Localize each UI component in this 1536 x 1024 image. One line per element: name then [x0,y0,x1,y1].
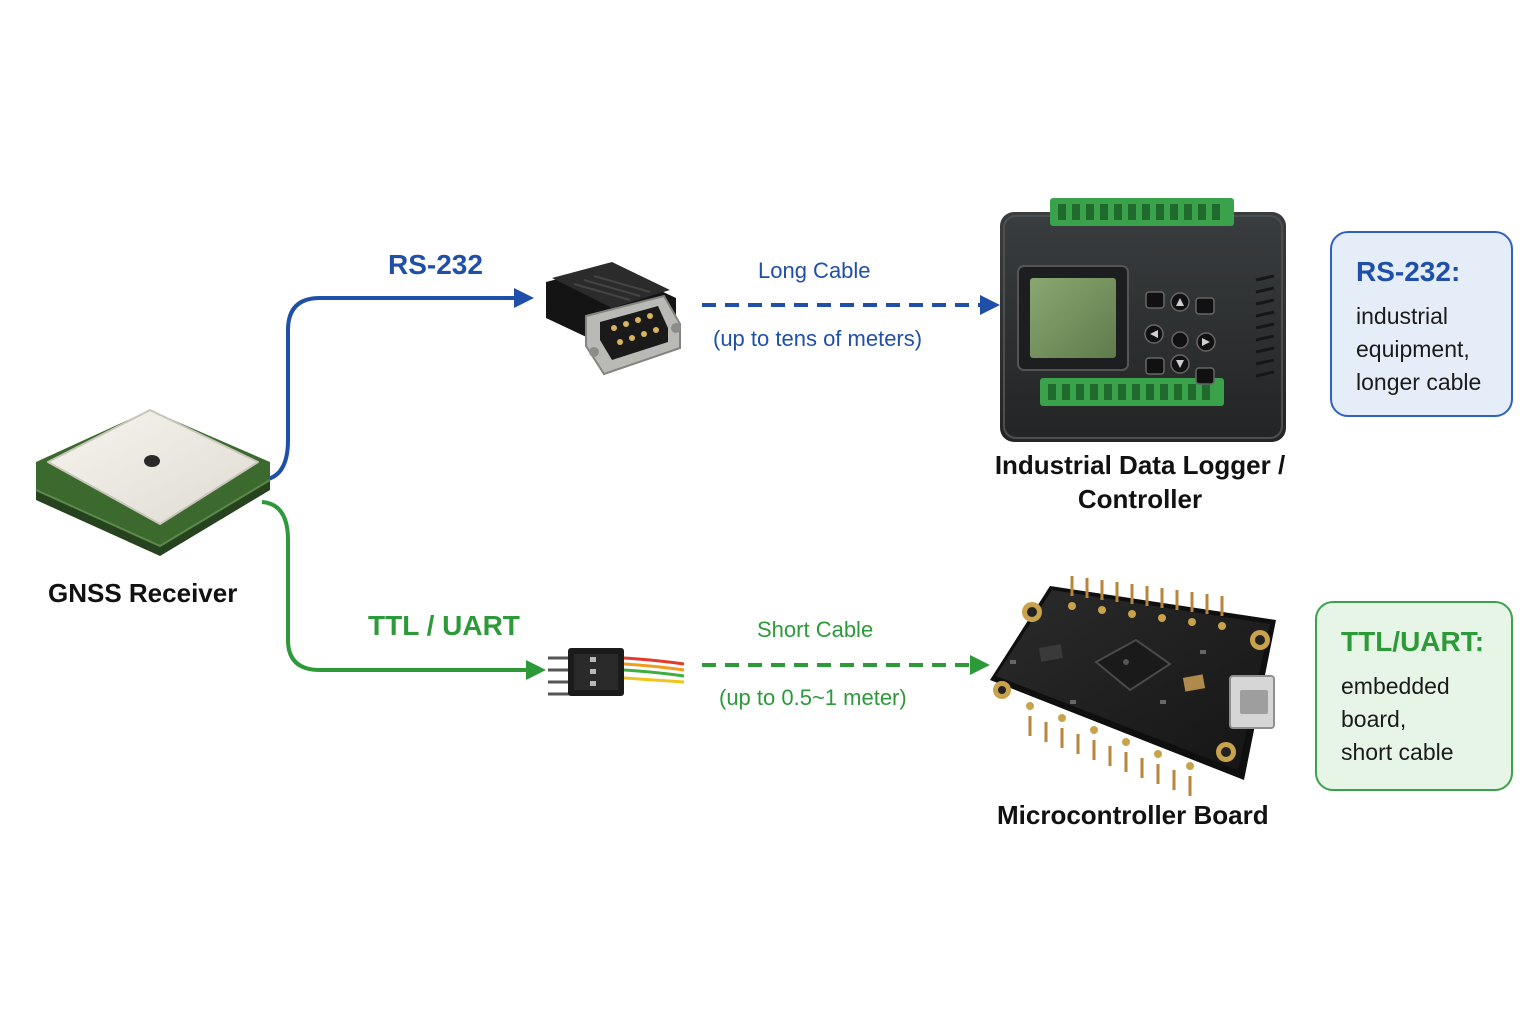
data-logger-label: Industrial Data Logger / Controller [990,448,1290,516]
rs232-cable-type-label: Long Cable [758,258,871,283]
rs232-note-box: RS-232: industrial equipment, longer cab… [1330,231,1513,417]
data-logger-label-line1: Industrial Data Logger / [994,450,1286,480]
ttl-note-line: short cable [1341,739,1454,765]
gnss-receiver-icon [35,409,271,556]
rs232-long-cable-arrowhead [980,295,1000,315]
rs232-note-line: longer cable [1356,369,1482,395]
rs232-note-line: equipment, [1356,336,1470,362]
microcontroller-board-icon [990,576,1276,796]
ttl-note-box: TTL/UART: embedded board, short cable [1315,601,1513,791]
data-logger-icon [1000,198,1286,442]
rs232-cable-distance-label: (up to tens of meters) [713,326,923,351]
ttl-note-title: TTL/UART: [1341,626,1485,657]
microcontroller-board-label: Microcontroller Board [997,800,1269,830]
rs232-protocol-label: RS-232 [388,249,483,280]
ttl-cable-type-label: Short Cable [757,617,874,642]
ttl-cable-distance-label: (up to 0.5~1 meter) [719,685,907,710]
ttl-arrowhead [526,660,546,680]
gnss-receiver-label: GNSS Receiver [48,578,238,608]
db9-connector-icon [546,262,681,376]
ttl-short-cable-arrowhead [970,655,990,675]
data-logger-label-line2: Controller [1077,484,1203,514]
rs232-link [261,288,1000,482]
rs232-note-line: industrial [1356,303,1449,329]
ttl-cable-line [261,500,530,672]
pin-header-connector-icon [548,648,685,696]
rs232-cable-line [261,296,520,482]
rs232-note-title: RS-232: [1356,256,1461,287]
rs232-arrowhead [514,288,534,308]
ttl-link [261,500,990,680]
ttl-note-line: board, [1341,706,1407,732]
ttl-note-line: embedded [1341,673,1450,699]
ttl-protocol-label: TTL / UART [368,610,520,641]
